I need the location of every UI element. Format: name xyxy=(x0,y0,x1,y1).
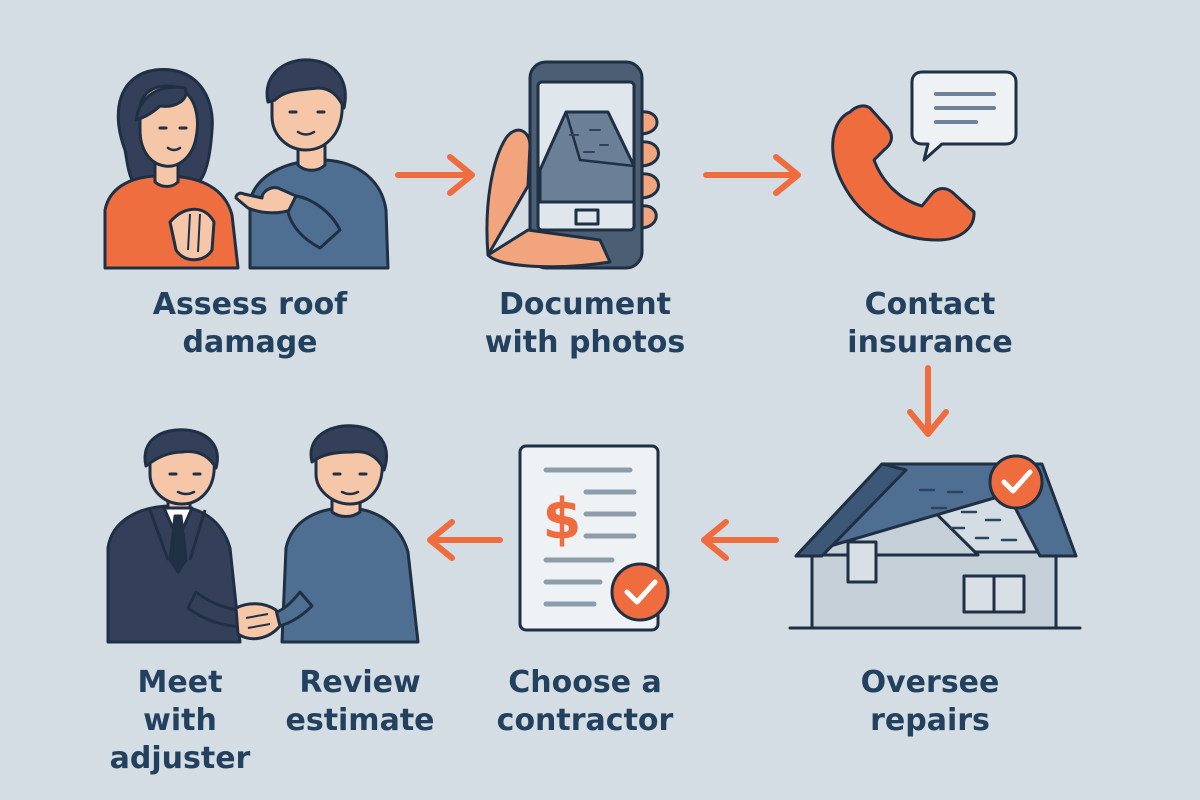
arrow-left-2 xyxy=(427,519,503,561)
step-label-contact: Contact insurance xyxy=(795,286,1065,362)
dollar-sign: $ xyxy=(543,487,582,552)
step-label-line: Review xyxy=(299,665,421,700)
step-label-line: Choose a xyxy=(508,665,662,700)
step-label-line: adjuster xyxy=(109,741,251,776)
document-check-badge-icon xyxy=(610,562,670,622)
step-label-line: Oversee xyxy=(860,665,1000,700)
speech-bubble-icon xyxy=(910,70,1018,162)
arrow-left-1 xyxy=(701,519,779,561)
phone-camera-icon xyxy=(485,60,660,270)
step-label-line: repairs xyxy=(870,703,990,738)
house-check-badge-icon xyxy=(988,454,1044,510)
step-label-review: Review estimate xyxy=(270,664,450,740)
arrow-right-1 xyxy=(395,154,475,196)
step-label-line: Document xyxy=(499,287,671,322)
step-label-line: contractor xyxy=(496,703,674,738)
step-label-line: Contact xyxy=(864,287,996,322)
step-label-line: insurance xyxy=(847,325,1013,360)
step-label-line: with xyxy=(143,703,217,738)
handshake-icon xyxy=(106,424,420,644)
step-label-document: Document with photos xyxy=(450,286,720,362)
arrow-right-2 xyxy=(703,154,801,196)
step-label-adjuster: Meet with adjuster xyxy=(100,664,260,778)
step-label-assess: Assess roof damage xyxy=(115,286,385,362)
step-label-line: Assess roof xyxy=(152,287,348,322)
arrow-down xyxy=(907,365,949,437)
step-label-oversee: Oversee repairs xyxy=(795,664,1065,740)
assess-couple-icon xyxy=(103,58,390,270)
step-label-line: Meet xyxy=(137,665,223,700)
phone-call-icon xyxy=(831,104,976,242)
step-label-contractor: Choose a contractor xyxy=(450,664,720,740)
step-label-line: damage xyxy=(182,325,318,360)
step-label-line: with photos xyxy=(484,325,686,360)
step-label-line: estimate xyxy=(285,703,435,738)
